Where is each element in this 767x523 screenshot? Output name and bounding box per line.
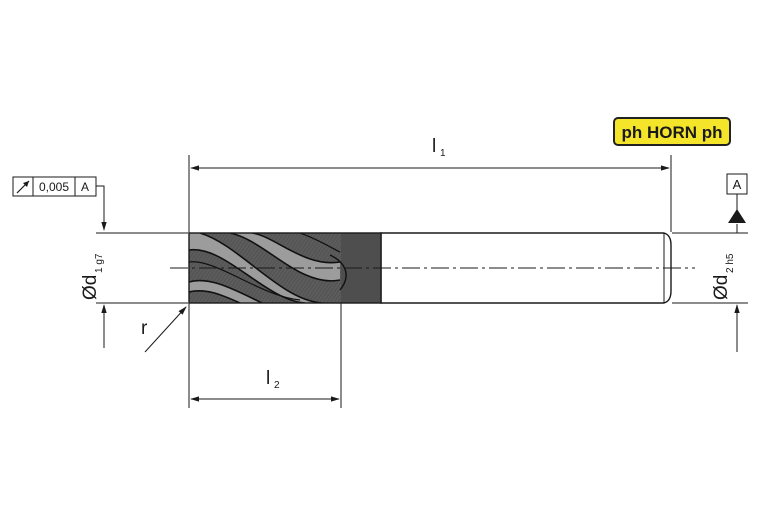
dimension-d1: Ød 1 g7 — [80, 253, 107, 348]
extension-lines — [96, 155, 748, 408]
dimension-l1: l 1 — [190, 136, 670, 171]
r-label: r — [141, 318, 148, 339]
dimension-l2: l 2 — [190, 368, 340, 402]
l2-subscript: 2 — [274, 380, 280, 391]
l1-subscript: 1 — [440, 148, 446, 159]
horn-logo: ph HORN ph — [613, 117, 731, 146]
tolerance-datum: A — [81, 180, 89, 194]
dimension-r: r — [141, 306, 187, 353]
tolerance-value: 0,005 — [39, 180, 69, 194]
runout-tolerance-frame: 0,005 A — [12, 176, 107, 231]
datum-triangle-icon — [728, 209, 746, 223]
l1-label: l — [432, 136, 436, 157]
datum-a: A — [726, 173, 748, 223]
datum-label: A — [733, 177, 742, 192]
runout-arrow-icon — [16, 180, 30, 194]
l2-label: l — [266, 368, 270, 389]
logo-text: ph HORN ph — [621, 123, 722, 142]
d1-label: Ød — [80, 275, 101, 300]
d2-subscript: 2 h5 — [725, 253, 736, 273]
d1-subscript: 1 g7 — [94, 253, 105, 273]
dimension-d2: Ød 2 h5 — [711, 224, 740, 352]
d2-label: Ød — [711, 275, 732, 300]
